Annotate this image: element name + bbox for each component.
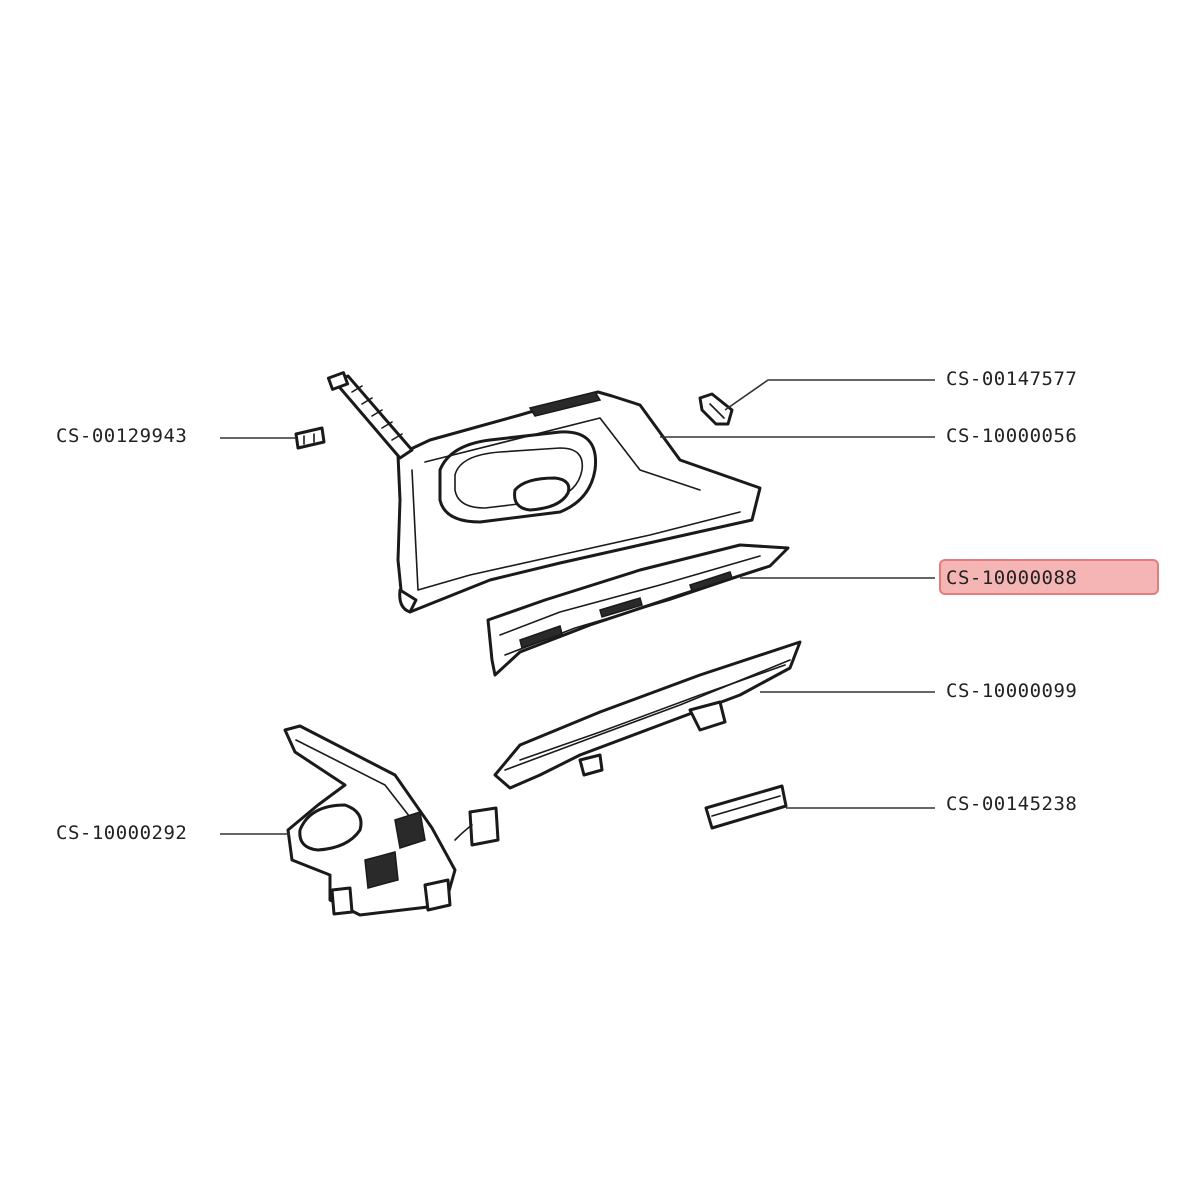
part-cord-guard[interactable] bbox=[326, 371, 414, 460]
part-cover-strip[interactable] bbox=[704, 784, 788, 830]
label-cs-10000099[interactable]: CS-10000099 bbox=[946, 680, 1077, 702]
part-body-shell[interactable] bbox=[396, 390, 762, 614]
part-labels: CS-00147577 CS-00129943 CS-10000056 CS-1… bbox=[56, 368, 1077, 844]
leader-cs-00147577 bbox=[724, 379, 935, 411]
part-small-latch[interactable] bbox=[698, 392, 734, 426]
leader-lines bbox=[220, 379, 935, 835]
label-cs-00129943[interactable]: CS-00129943 bbox=[56, 425, 187, 447]
label-cs-10000056[interactable]: CS-10000056 bbox=[946, 425, 1077, 447]
label-cs-00147577[interactable]: CS-00147577 bbox=[946, 368, 1077, 390]
label-cs-00145238[interactable]: CS-00145238 bbox=[946, 793, 1077, 815]
label-cs-10000088[interactable]: CS-10000088 bbox=[946, 567, 1077, 589]
part-soleplate-cover[interactable] bbox=[486, 543, 790, 677]
highlight-box bbox=[939, 559, 1159, 595]
part-rear-housing[interactable] bbox=[283, 724, 500, 917]
part-small-clip[interactable] bbox=[294, 426, 326, 450]
label-cs-10000292[interactable]: CS-10000292 bbox=[56, 822, 187, 844]
part-soleplate[interactable] bbox=[493, 640, 802, 790]
